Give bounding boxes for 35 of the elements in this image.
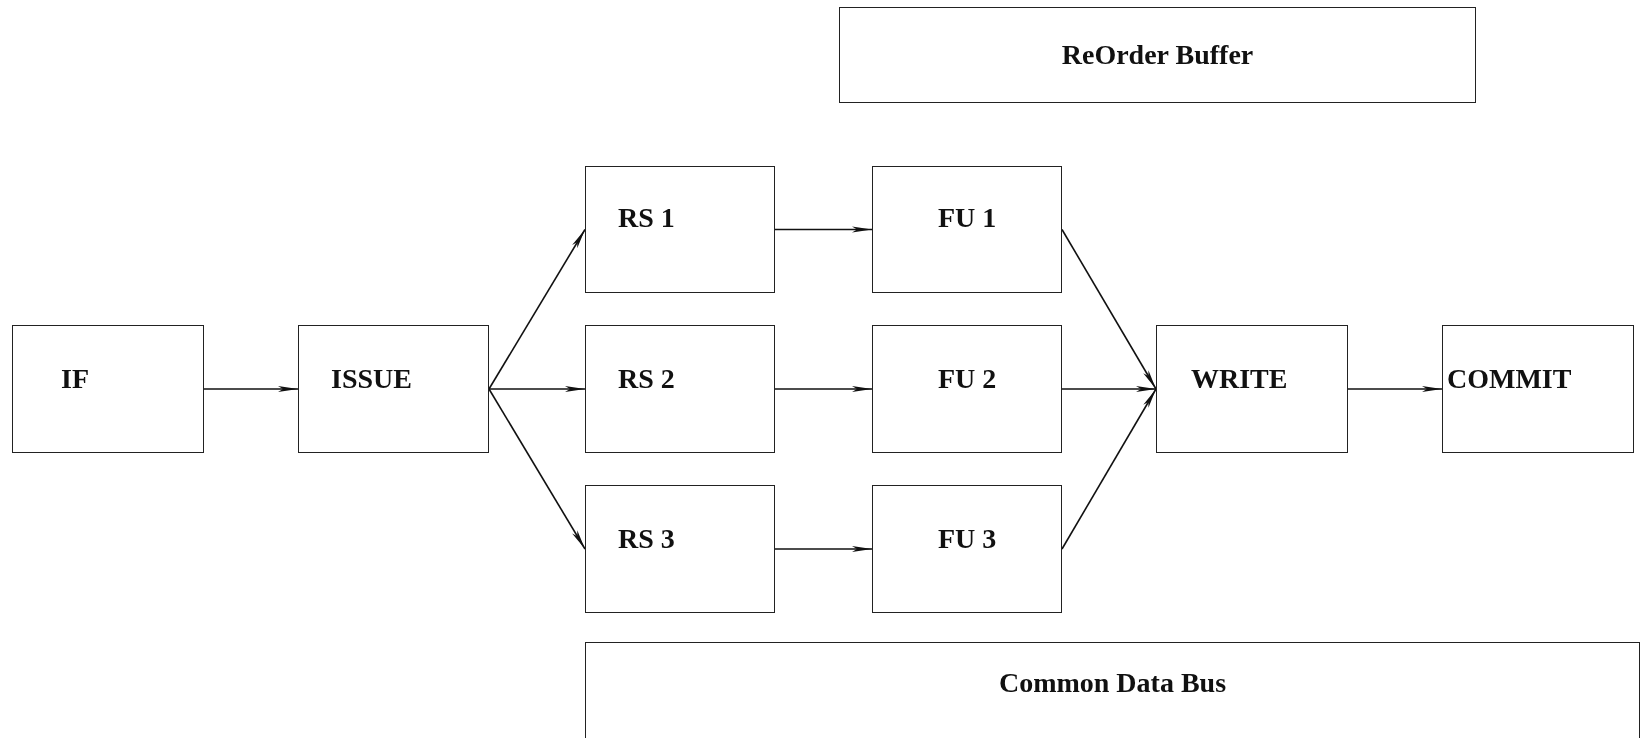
box-label: RS 1	[618, 201, 675, 234]
box-label: COMMIT	[1447, 363, 1572, 395]
arrow	[488, 388, 586, 550]
arrow	[774, 226, 873, 233]
box-label: RS 3	[618, 523, 675, 555]
process-box	[298, 325, 489, 453]
box-label: ISSUE	[331, 363, 412, 395]
box-label: WRITE	[1191, 363, 1288, 395]
process-box	[872, 166, 1062, 293]
process-box	[872, 325, 1062, 453]
process-box	[1442, 325, 1634, 453]
box-label: ReOrder Buffer	[1061, 39, 1254, 71]
box-label: FU 3	[938, 523, 997, 555]
process-box	[839, 7, 1476, 103]
box-label: FU 2	[938, 363, 997, 395]
arrow	[488, 228, 586, 390]
arrow	[774, 386, 873, 392]
box-label: RS 2	[618, 363, 675, 395]
box-label: FU 1	[938, 201, 997, 234]
process-box	[585, 325, 775, 453]
box-label: IF	[61, 363, 89, 395]
arrow	[1061, 228, 1157, 390]
process-box	[1156, 325, 1348, 453]
process-box	[585, 166, 775, 293]
arrow	[488, 386, 586, 392]
arrow	[774, 546, 873, 552]
process-box	[872, 485, 1062, 613]
box-label: Common Data Bus	[998, 666, 1227, 699]
process-box	[585, 485, 775, 613]
arrow	[203, 386, 299, 392]
arrow	[1347, 386, 1443, 392]
arrow	[1061, 388, 1157, 550]
process-box	[585, 642, 1640, 738]
process-box	[12, 325, 204, 453]
arrow	[1061, 386, 1157, 392]
